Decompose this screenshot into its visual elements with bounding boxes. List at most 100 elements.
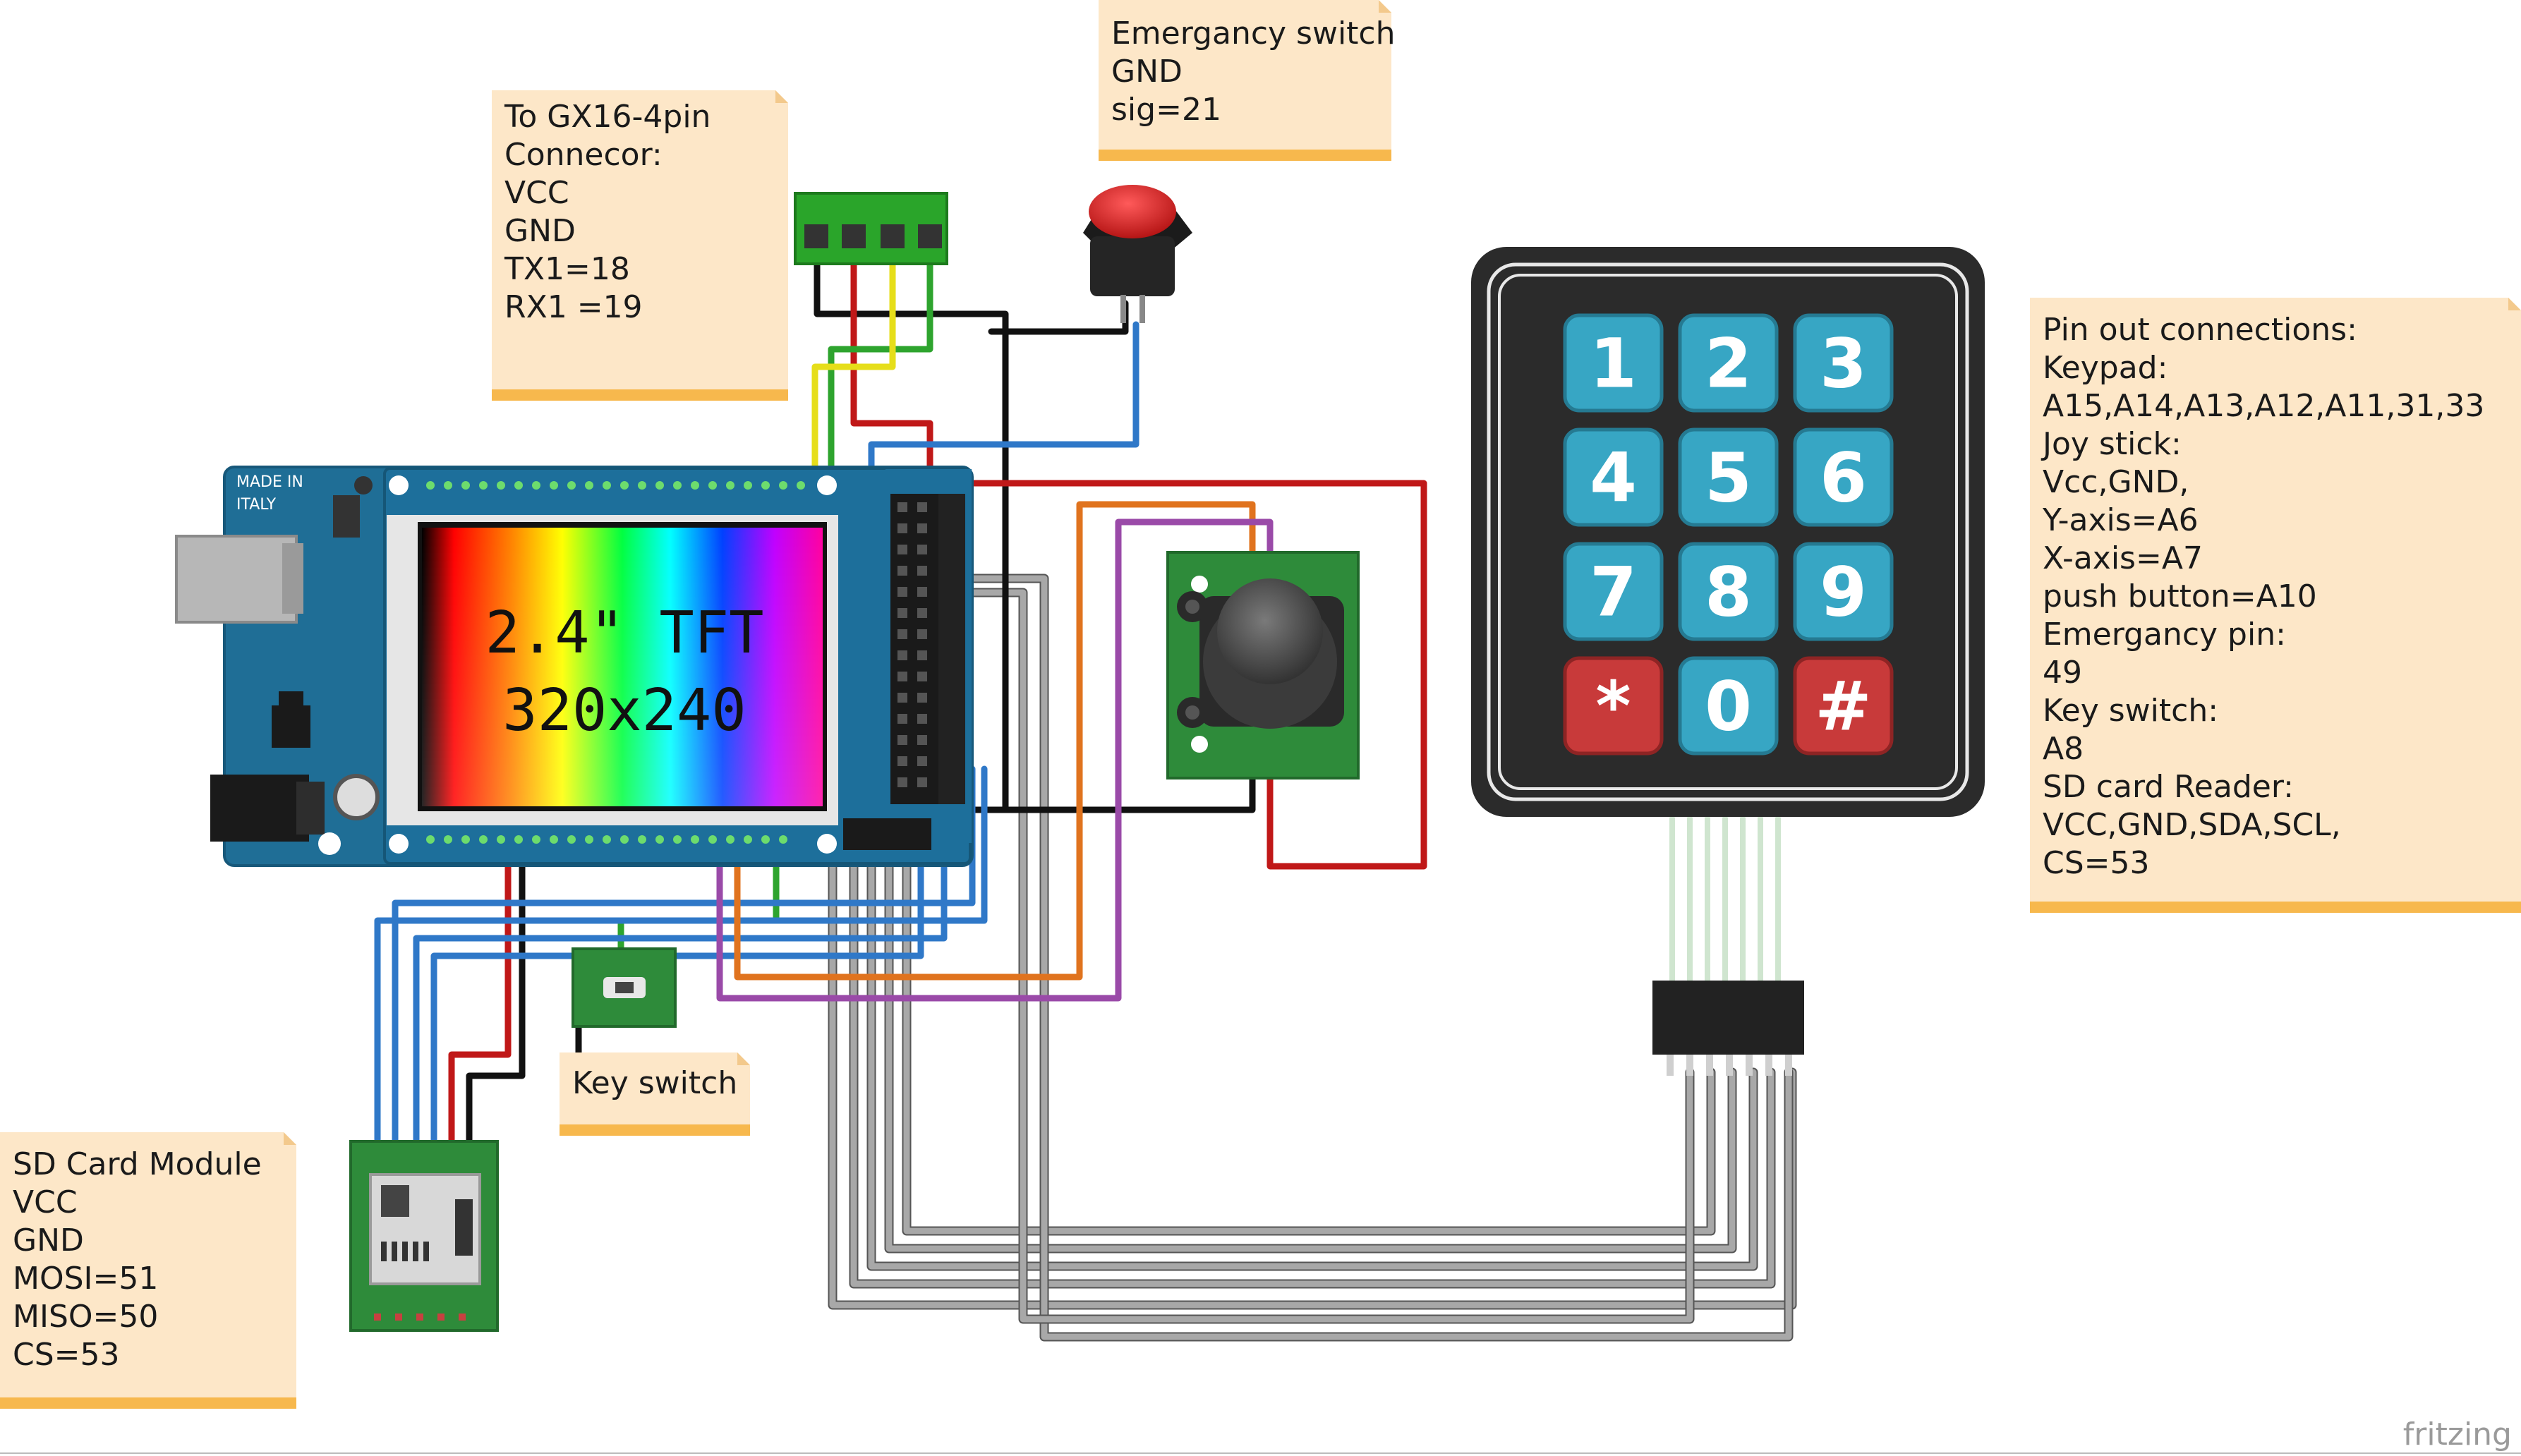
keypad-ribbon bbox=[1669, 815, 1781, 987]
emergency-button[interactable] bbox=[1083, 185, 1192, 323]
note-pinout-line: Pin out connections: bbox=[2043, 312, 2357, 348]
keypad-wire bbox=[866, 842, 1758, 1271]
note-pinout-line: push button=A10 bbox=[2043, 578, 2317, 614]
tft-label-resolution: 320x240 bbox=[502, 677, 746, 744]
note-gx16-line: To GX16-4pin bbox=[504, 99, 711, 135]
keypad-wire bbox=[945, 575, 1792, 1340]
note-sdcard-line: VCC bbox=[13, 1184, 78, 1220]
note-emergency-line: Emergancy switch bbox=[1111, 16, 1396, 51]
keypad-key-0[interactable]: 0 bbox=[1678, 656, 1779, 756]
keypad-wire bbox=[829, 843, 1796, 1309]
note-pinout-line: VCC,GND,SDA,SCL, bbox=[2043, 807, 2341, 843]
keypad-key-label: # bbox=[1815, 667, 1871, 746]
note-pinout-line: Vcc,GND, bbox=[2043, 464, 2189, 500]
keypad-wire bbox=[828, 842, 1797, 1310]
shield-header-top bbox=[426, 481, 805, 490]
wires bbox=[374, 229, 1797, 1342]
sd-card-module bbox=[349, 1140, 499, 1332]
keypad-wire bbox=[903, 843, 1715, 1234]
note-sdcard-line: MOSI=51 bbox=[13, 1261, 158, 1297]
note-pinout-line: SD card Reader: bbox=[2043, 769, 2294, 805]
note-pinout-line: X-axis=A7 bbox=[2043, 540, 2203, 576]
keypad-key-label: 1 bbox=[1590, 324, 1637, 404]
keypad-key-label: 5 bbox=[1705, 439, 1752, 518]
keypad-key-2[interactable]: 2 bbox=[1678, 313, 1779, 413]
keypad-key-label: 0 bbox=[1705, 667, 1752, 746]
note-pinout-line: Joy stick: bbox=[2041, 426, 2182, 462]
spi-wire bbox=[430, 839, 924, 1146]
keypad-key-label: * bbox=[1595, 667, 1631, 746]
keypad-key-star[interactable]: * bbox=[1563, 656, 1664, 756]
keypad-key-4[interactable]: 4 bbox=[1563, 427, 1664, 527]
note-pinout-line: Keypad: bbox=[2043, 350, 2168, 386]
keypad-wire bbox=[884, 842, 1737, 1254]
note-keyswitch: Key switch bbox=[560, 1052, 750, 1136]
keypad-wire bbox=[849, 842, 1776, 1289]
keypad-key-3[interactable]: 3 bbox=[1793, 313, 1894, 413]
note-emergency-line: GND bbox=[1111, 54, 1183, 90]
joystick-module[interactable] bbox=[1166, 551, 1360, 779]
spi-wire bbox=[374, 765, 988, 1146]
note-pinout-line: Y-axis=A6 bbox=[2042, 502, 2199, 538]
joystick-x-wire bbox=[716, 518, 1274, 1002]
rx-wire bbox=[811, 229, 896, 490]
vcc-wire bbox=[448, 836, 512, 1146]
keypad-key-label: 7 bbox=[1590, 553, 1637, 632]
note-gx16-line: GND bbox=[504, 213, 576, 249]
keypad-connector bbox=[1652, 981, 1804, 1076]
note-pinout-line: CS=53 bbox=[2043, 845, 2150, 881]
note-gx16-line: Connecor: bbox=[504, 137, 663, 173]
note-pinout-line: 49 bbox=[2043, 655, 2082, 691]
note-emergency-line: sig=21 bbox=[1111, 92, 1221, 128]
note-sdcard-line: GND bbox=[13, 1223, 84, 1258]
note-pinout-line: A8 bbox=[2043, 731, 2084, 767]
keypad-wire bbox=[868, 843, 1757, 1270]
gnd-wire bbox=[988, 300, 1129, 335]
note-pinout: Pin out connections:Keypad:A15,A14,A13,A… bbox=[2030, 298, 2521, 913]
keypad-key-label: 9 bbox=[1820, 553, 1867, 632]
keypad-key-label: 8 bbox=[1705, 553, 1752, 632]
tft-shield: 2.4" TFT 320x240 bbox=[383, 467, 972, 865]
keypad-key-1[interactable]: 1 bbox=[1563, 313, 1664, 413]
note-gx16-line: RX1 =19 bbox=[504, 289, 643, 325]
key-switch-module[interactable] bbox=[572, 947, 677, 1028]
note-sdcard-line: SD Card Module bbox=[13, 1146, 262, 1182]
keypad-key-7[interactable]: 7 bbox=[1563, 542, 1664, 641]
keypad-wire bbox=[850, 843, 1775, 1287]
keypad-key-6[interactable]: 6 bbox=[1793, 427, 1894, 527]
keypad-key-label: 3 bbox=[1820, 324, 1867, 404]
made-in-label: MADE IN bbox=[236, 473, 303, 491]
keypad-wire bbox=[945, 589, 1693, 1323]
note-pinout-line: Emergancy pin: bbox=[2043, 617, 2286, 653]
italy-label: ITALY bbox=[236, 496, 277, 514]
shield-header-bottom bbox=[426, 835, 787, 844]
keypad-key-label: 4 bbox=[1590, 439, 1637, 518]
digital-header bbox=[843, 469, 972, 850]
note-gx16-line: TX1=18 bbox=[504, 251, 630, 287]
keypad-wire-bus bbox=[828, 574, 1797, 1342]
note-sdcard-line: CS=53 bbox=[13, 1337, 120, 1373]
note-gx16-line: VCC bbox=[504, 175, 569, 211]
keypad-key-hash[interactable]: # bbox=[1793, 656, 1894, 756]
fritzing-brand: fritzing bbox=[2403, 1416, 2512, 1452]
keypad-key-9[interactable]: 9 bbox=[1793, 542, 1894, 641]
note-pinout-line: A15,A14,A13,A12,A11,31,33 bbox=[2043, 388, 2484, 424]
keypad-key-5[interactable]: 5 bbox=[1678, 427, 1779, 527]
gnd-wire bbox=[466, 836, 526, 1146]
vcc-wire bbox=[850, 229, 1427, 870]
gx16-terminal-block bbox=[794, 192, 948, 265]
keypad-key-label: 6 bbox=[1820, 439, 1867, 518]
note-keyswitch-line: Key switch bbox=[572, 1065, 737, 1101]
keypad-wire bbox=[885, 843, 1736, 1252]
note-sdcard-line: MISO=50 bbox=[13, 1299, 158, 1335]
keypad-key-label: 2 bbox=[1705, 324, 1752, 404]
joystick-y-wire bbox=[734, 501, 1256, 981]
signal-wire bbox=[868, 321, 1139, 487]
keypad-key-8[interactable]: 8 bbox=[1678, 542, 1779, 641]
